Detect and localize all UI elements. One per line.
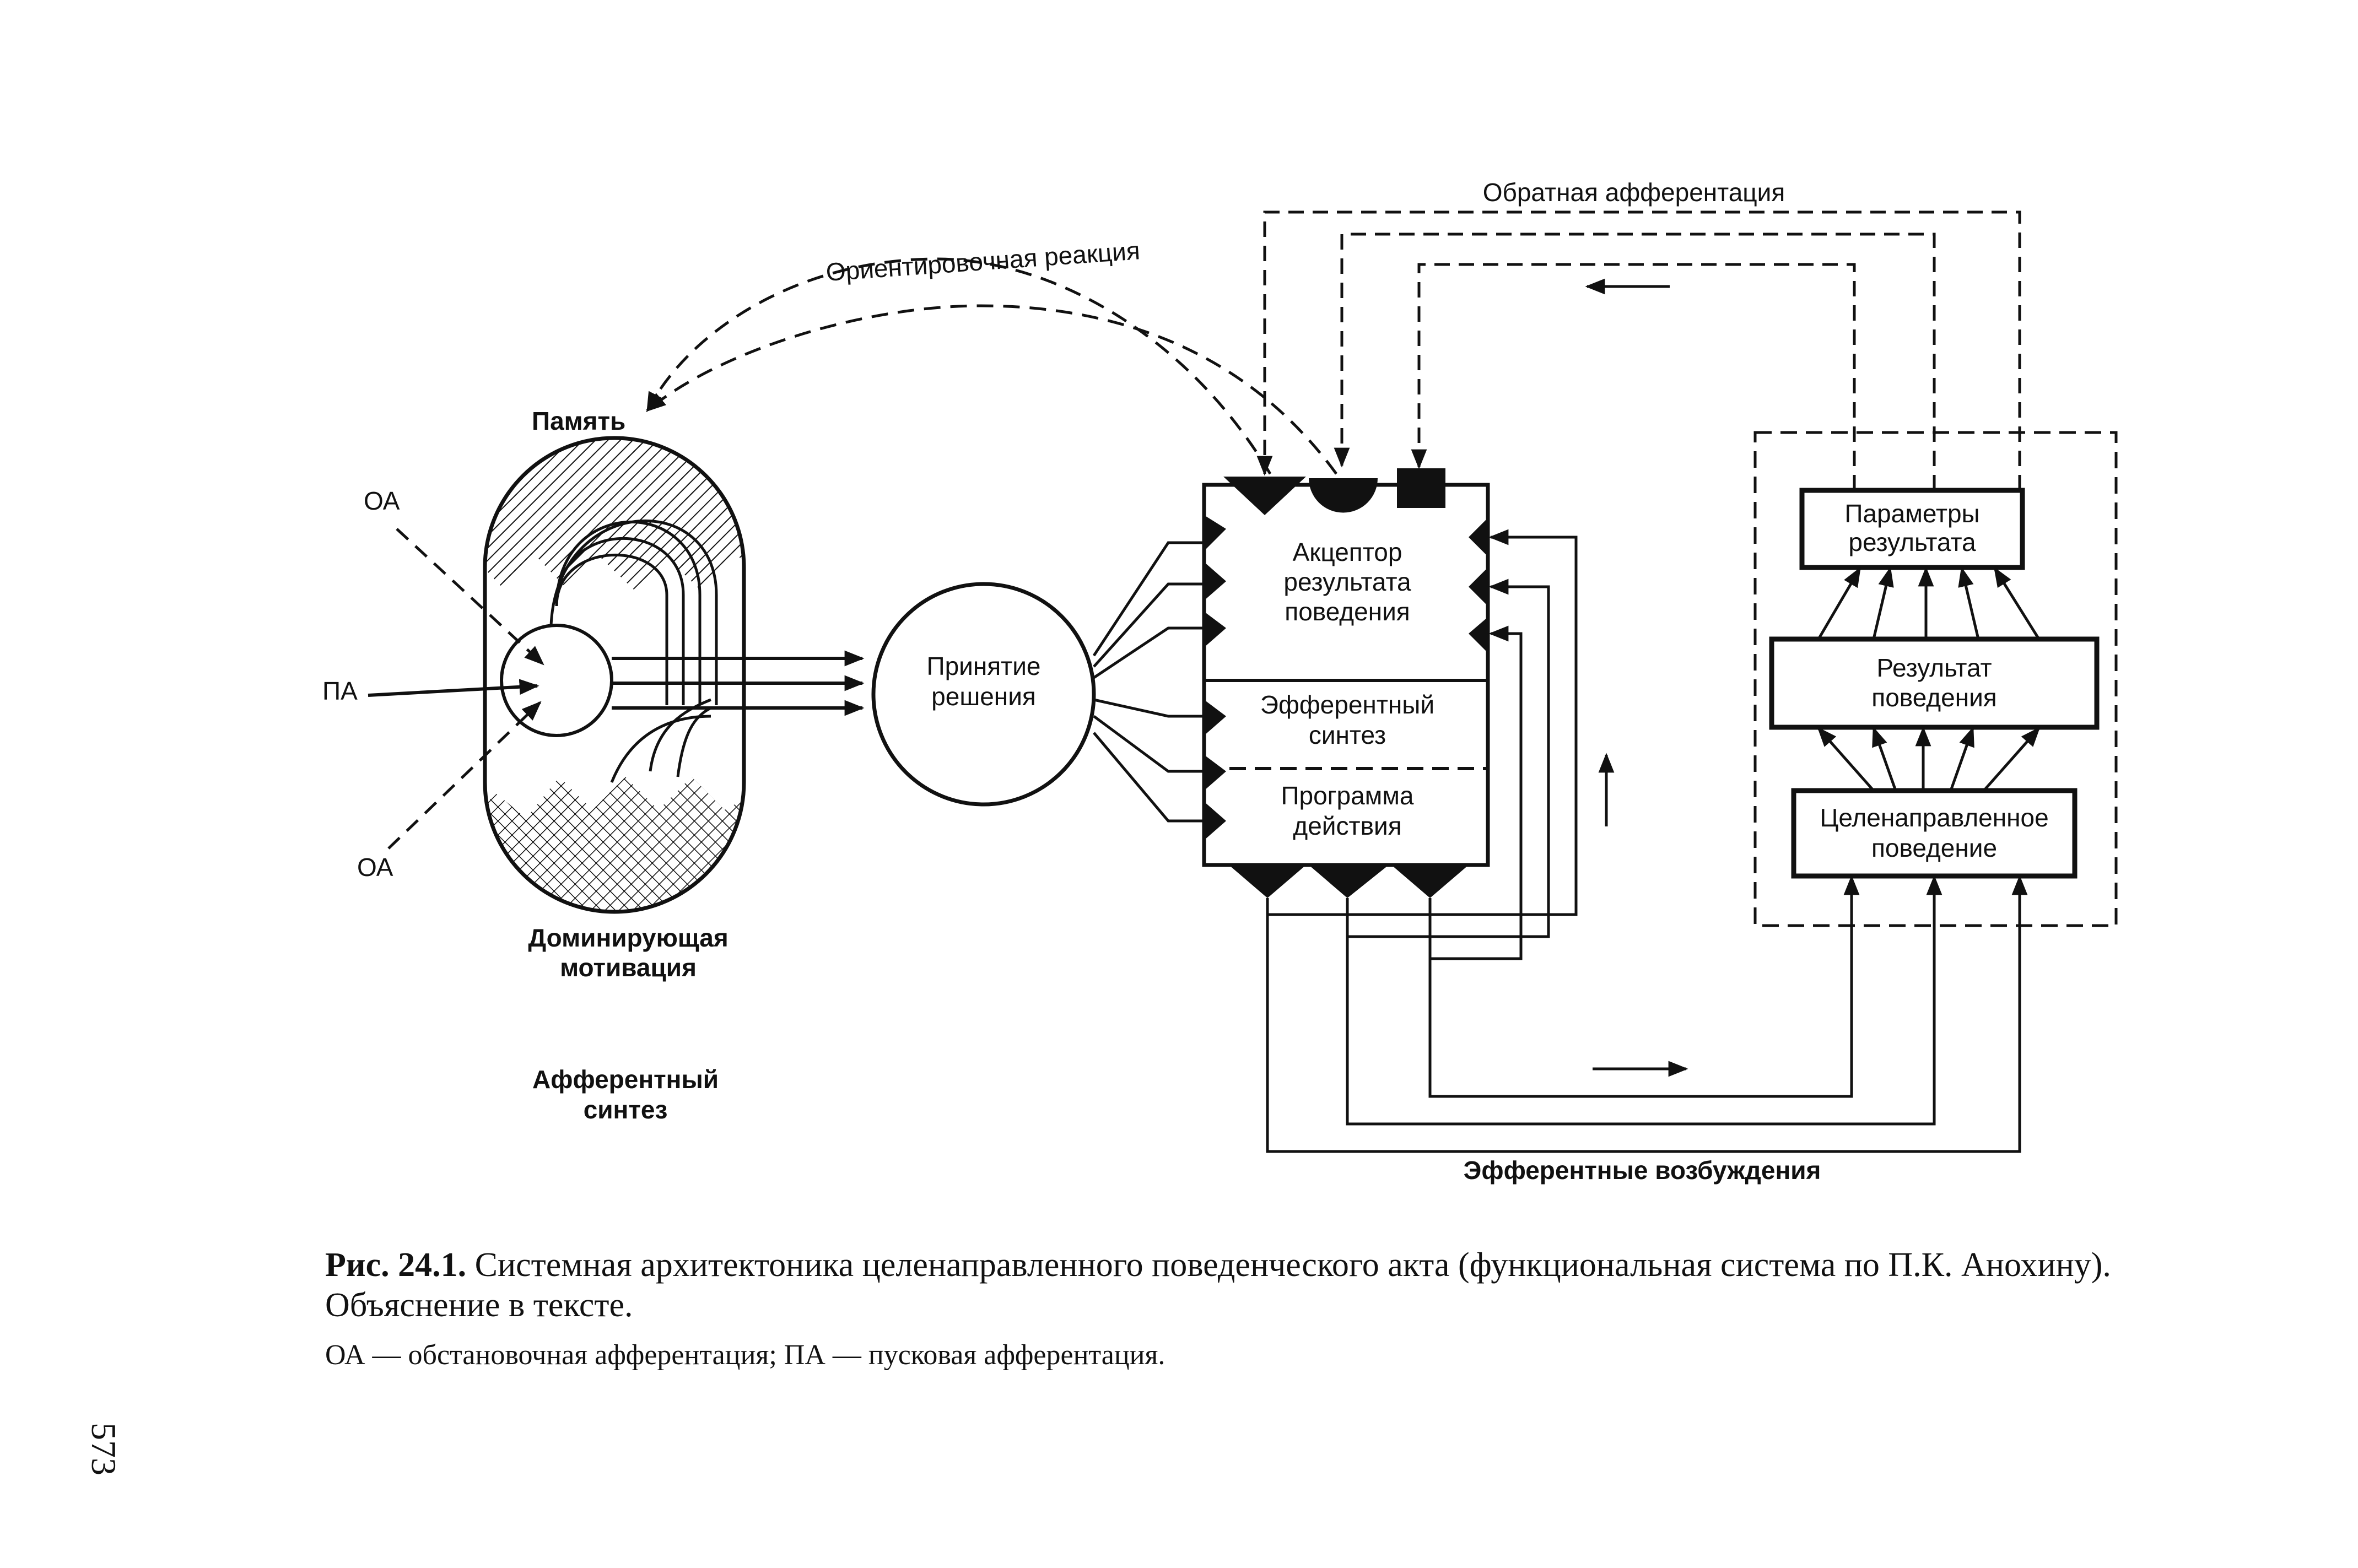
oa-bottom-arrow (387, 701, 542, 850)
acceptor-label-1: Акцептор (1293, 538, 1402, 566)
top-receptor-square (1397, 468, 1445, 508)
pa-arrow (368, 679, 539, 697)
caption-number: Рис. 24.1. (325, 1246, 467, 1284)
afferent-synthesis-label-2: синтез (584, 1095, 668, 1124)
purposeful-behavior-label-2: поведение (1871, 834, 1997, 862)
purposeful-behavior-box: Целенаправленное поведение (1791, 788, 2078, 879)
dominant-motivation-label-1: Доминирующая (528, 923, 728, 952)
orienting-reaction (646, 257, 1338, 475)
reverse-afferentation-lines (1256, 210, 2021, 490)
acceptor-label-2: результата (1283, 567, 1411, 596)
caption-body: Системная архитектоника целенаправленног… (325, 1246, 2111, 1324)
acceptor-label-3: поведения (1285, 597, 1410, 626)
caption-text: Рис. 24.1. Системная архитектоника целен… (325, 1245, 2144, 1326)
pa-label: ПА (322, 677, 358, 705)
behavior-result-box: Результат поведения (1769, 636, 2100, 730)
efferent-excitation-lines (1266, 875, 2028, 1153)
synthesis-to-decision-arrows (612, 650, 865, 716)
decision-label-1: Принятие (927, 652, 1041, 680)
memory-label: Память (532, 407, 625, 435)
result-parameters-label-1: Параметры (1844, 499, 1979, 528)
behavior-result-label-2: поведения (1871, 683, 1997, 712)
afferent-synthesis-block: ОА ПА ОА Память Доминирующая мотивация А… (322, 407, 746, 1124)
motivation-flows (610, 698, 712, 783)
decision-to-acceptor-lines (1092, 541, 1212, 823)
collateral-lines (1267, 529, 1578, 960)
page-number: 573 (84, 1423, 123, 1475)
dominant-motivation-label-2: мотивация (560, 953, 697, 982)
top-receptor-semicircle (1309, 478, 1378, 513)
right-teeth (1469, 518, 1488, 653)
decision-node: Принятие решения (871, 582, 1096, 807)
efferent-excitations-label: Эфферентные возбуждения (1464, 1156, 1821, 1185)
memory-region (485, 438, 744, 590)
result-parameters-label-2: результата (1848, 528, 1976, 556)
action-program-label-1: Программа (1281, 781, 1413, 810)
bottom-teeth (1229, 865, 1469, 898)
behavior-to-result-arrows (1817, 726, 2041, 792)
oa-bottom-label: ОА (357, 853, 393, 882)
decision-label-2: решения (931, 682, 1036, 711)
efferent-synthesis-label-1: Эфферентный (1260, 690, 1434, 719)
reverse-afferentation-label: Обратная афферентация (1483, 178, 1785, 207)
memory-arcs (548, 520, 718, 705)
result-to-parameters-arrows (1817, 566, 2041, 640)
oa-top-arrow (396, 528, 544, 666)
result-parameters-box: Параметры результата (1799, 488, 2025, 570)
afferent-synthesis-label-1: Афферентный (532, 1065, 719, 1094)
caption-legend: ОА — обстановочная афферентация; ПА — пу… (325, 1339, 1165, 1371)
figure-caption: Рис. 24.1. Системная архитектоника целен… (325, 1245, 2144, 1371)
acceptor-block: Акцептор результата поведения Эфферентны… (1202, 468, 1490, 898)
top-receptor-triangle (1223, 477, 1306, 515)
oa-top-label: ОА (364, 486, 400, 515)
purposeful-behavior-label-1: Целенаправленное (1820, 803, 2048, 832)
result-system-box (1753, 431, 2118, 927)
orienting-reaction-label: Ориентировочная реакция (825, 236, 1141, 286)
left-teeth (1204, 515, 1226, 840)
dominant-motivation-region (485, 777, 744, 912)
action-program-label-2: действия (1293, 812, 1401, 840)
efferent-synthesis-label-2: синтез (1309, 721, 1386, 749)
behavior-result-label-1: Результат (1876, 653, 1992, 682)
